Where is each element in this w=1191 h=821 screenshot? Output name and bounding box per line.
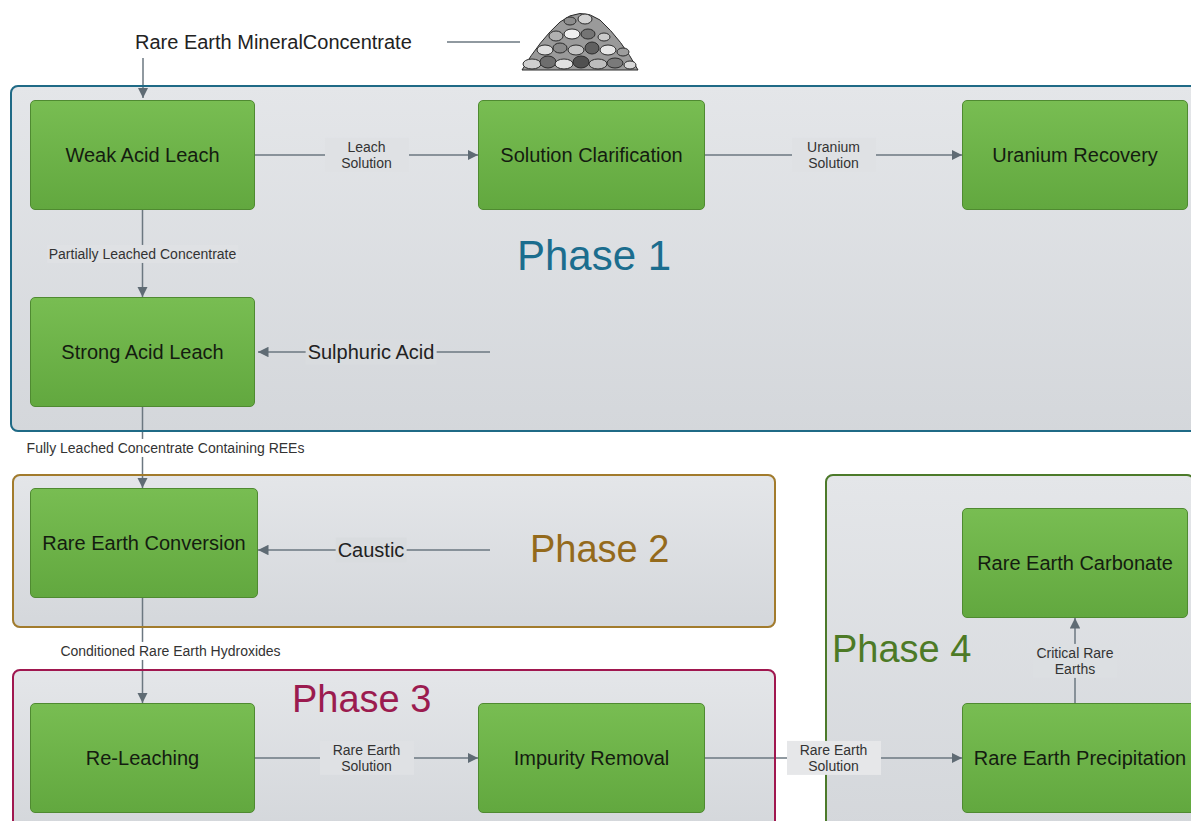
flow-arrow [255, 757, 478, 759]
process-label: Rare Earth Precipitation [968, 746, 1191, 771]
band-fill [12, 474, 776, 628]
label-anchor: Fully Leached Concentrate Containing REE… [25, 438, 307, 456]
phase-band: Phase 1 Weak Acid Leach Solution Clarifica… [10, 85, 1191, 432]
process-label: Solution Clarification [494, 143, 688, 168]
edge-label: Critical Rare Earths [1033, 643, 1117, 677]
edge-label: Rare Earth Solution [787, 741, 881, 775]
label-anchor: Uranium Solution [792, 138, 876, 172]
label-anchor: Partially Leached Concentrate [47, 244, 239, 262]
process-label: Rare Earth Carbonate [971, 551, 1179, 576]
flow-arrow [705, 154, 962, 156]
edge-label: Partially Leached Concentrate [47, 244, 239, 262]
flow-arrow [255, 154, 478, 156]
phase-band: Phase 3 Re-Leaching Impurity Removal [12, 669, 776, 821]
process-box: Uranium Recovery [962, 100, 1188, 210]
label-anchor: Conditioned Rare Earth Hydroxides [58, 641, 282, 659]
phase-title: Phase 2 [530, 530, 669, 568]
process-label: Rare Earth Conversion [36, 531, 251, 556]
reagent-arrow [258, 351, 490, 353]
process-box: Rare Earth Precipitation [962, 703, 1191, 813]
process-label: Strong Acid Leach [55, 340, 229, 365]
leader-line [447, 41, 520, 43]
edge-label: Rare Earth Solution [320, 741, 414, 775]
edge-label: Uranium Solution [792, 138, 876, 172]
label-anchor: Leach Solution [325, 138, 409, 172]
band-fill [825, 474, 1191, 821]
process-box: Weak Acid Leach [30, 100, 255, 210]
label-anchor: Caustic [336, 538, 407, 563]
process-box: Solution Clarification [478, 100, 705, 210]
label-anchor: Critical Rare Earths [1033, 643, 1117, 677]
label-anchor: Rare Earth Solution [787, 741, 881, 775]
ore-pile-illustration [522, 13, 638, 70]
process-box: Strong Acid Leach [30, 297, 255, 407]
process-label: Impurity Removal [508, 746, 676, 771]
process-label: Weak Acid Leach [59, 143, 225, 168]
edge-label: Leach Solution [325, 138, 409, 172]
phase-band: Phase 4 Rare Earth CarbonateRare Earth Pr… [825, 474, 1191, 821]
reagent-arrow [258, 549, 490, 551]
band-fill [12, 669, 776, 821]
flow-arrow [142, 407, 144, 488]
process-box: Re-Leaching [30, 703, 255, 813]
phase-title: Phase 4 [832, 630, 971, 668]
feed-arrow [142, 58, 144, 98]
input-label: Sulphuric Acid [306, 340, 437, 365]
band-fill [10, 85, 1191, 432]
phase-title: Phase 3 [292, 680, 431, 718]
phase-band: Phase 2 Rare Earth Conversion [12, 474, 776, 628]
process-label: Re-Leaching [80, 746, 205, 771]
edge-label: Conditioned Rare Earth Hydroxides [58, 641, 282, 659]
input-label: Caustic [336, 538, 407, 563]
label-anchor: Sulphuric Acid [306, 340, 437, 365]
process-box: Impurity Removal [478, 703, 705, 813]
flow-arrow [705, 757, 962, 759]
flow-arrow [142, 598, 144, 703]
flow-arrow [142, 210, 144, 297]
label-anchor: Rare Earth Solution [320, 741, 414, 775]
process-label: Uranium Recovery [986, 143, 1164, 168]
process-box: Rare Earth Carbonate [962, 508, 1188, 618]
input-label: Rare Earth MineralConcentrate [133, 30, 414, 55]
label-anchor: Rare Earth MineralConcentrate [133, 30, 414, 55]
phase-title: Phase 1 [517, 235, 671, 277]
edge-label: Fully Leached Concentrate Containing REE… [25, 438, 307, 456]
flow-arrow [1074, 618, 1076, 703]
process-box: Rare Earth Conversion [30, 488, 258, 598]
